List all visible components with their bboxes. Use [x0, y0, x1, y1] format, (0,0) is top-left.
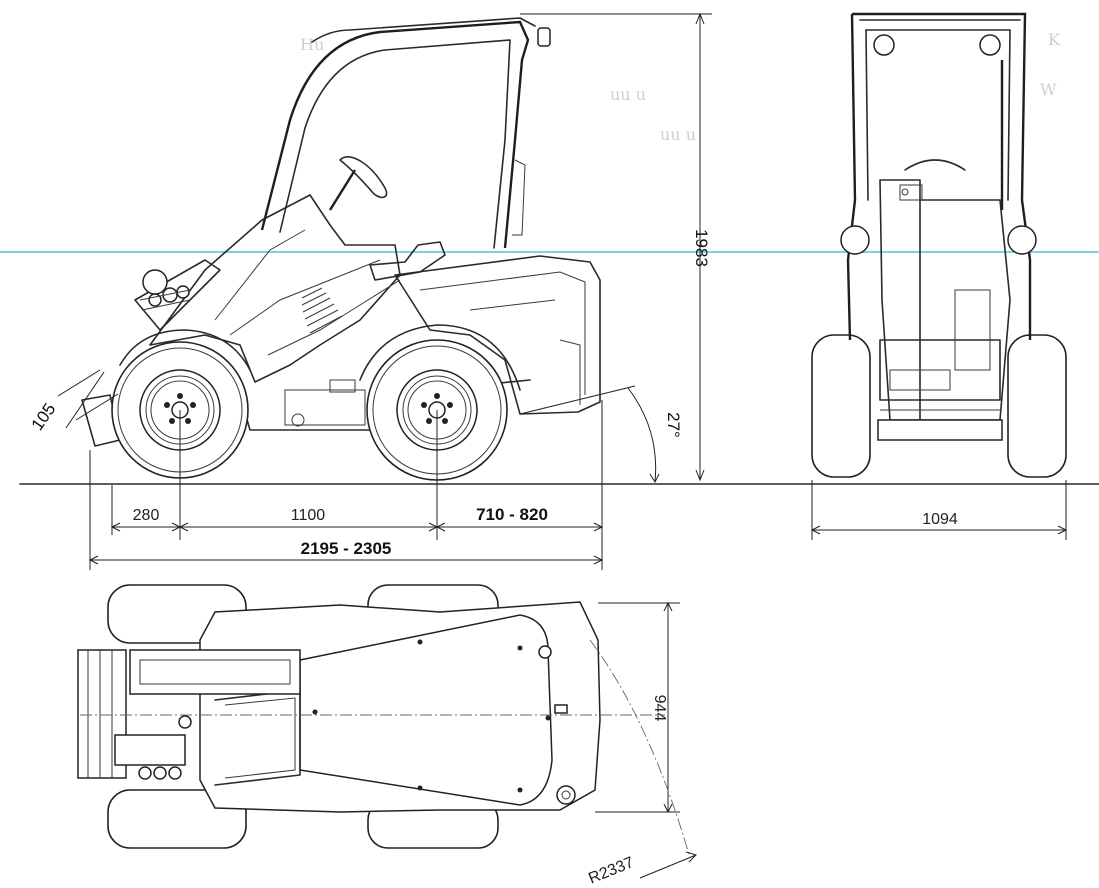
- svg-text:W: W: [1040, 80, 1057, 99]
- top-view-front-right-wheel: [107, 789, 247, 849]
- side-mirror: [537, 27, 551, 47]
- overall-length-label: 2195 - 2305: [301, 539, 392, 558]
- height-dimension: [520, 12, 712, 482]
- body-width-dimension: [595, 601, 680, 814]
- width-label: 1094: [922, 511, 958, 528]
- background-bleed-text: K W uu u uu u Hu: [300, 30, 1061, 144]
- top-view-loader-frame: [129, 649, 301, 695]
- steering-wheel: [339, 156, 388, 199]
- steering-column: [328, 169, 357, 211]
- body-width-label: 944: [651, 695, 668, 722]
- turning-radius-dimension: [589, 639, 697, 879]
- side-grille: [301, 287, 343, 334]
- front-view-cab-frame: [852, 12, 1032, 340]
- front-view-top-light-right: [979, 34, 1001, 56]
- attachment-offset-dimension: [57, 369, 119, 429]
- length-dimensions: [88, 400, 604, 570]
- svg-text:Hu: Hu: [300, 35, 324, 54]
- svg-text:K: K: [1048, 30, 1061, 49]
- departure-angle-label: 27°: [664, 412, 683, 438]
- wheelbase-label: 1100: [291, 507, 326, 524]
- front-view-top-light-left: [873, 34, 895, 56]
- front-overhang-label: 280: [133, 507, 160, 524]
- attachment-offset-label: 105: [28, 400, 60, 434]
- front-view-headlight-left: [840, 225, 870, 255]
- front-view: 1094: [810, 12, 1068, 540]
- svg-text:uu u: uu u: [610, 85, 646, 104]
- top-view-filler-cap: [556, 785, 576, 805]
- side-cab-frame: [260, 20, 530, 249]
- side-loader-arm: [134, 259, 221, 331]
- front-view-headlight-right: [1007, 225, 1037, 255]
- top-view: 944 R2337: [77, 584, 697, 888]
- front-view-right-wheel: [1007, 334, 1067, 478]
- rear-overhang-label: 710 - 820: [476, 505, 548, 524]
- hydraulic-couplers: [139, 269, 191, 311]
- svg-text:uu u: uu u: [660, 125, 696, 144]
- side-rear-body: [394, 255, 601, 415]
- front-view-body: [879, 179, 921, 421]
- turning-radius-label: R2337: [586, 854, 636, 887]
- top-view-rear-cover: [299, 614, 553, 806]
- side-view: 1983 105 27°: [19, 12, 1099, 570]
- width-dimension: [810, 480, 1068, 540]
- departure-angle-dimension: [519, 385, 660, 484]
- front-view-left-wheel: [811, 334, 871, 478]
- side-seat: [369, 241, 446, 281]
- height-label: 1983: [692, 229, 711, 267]
